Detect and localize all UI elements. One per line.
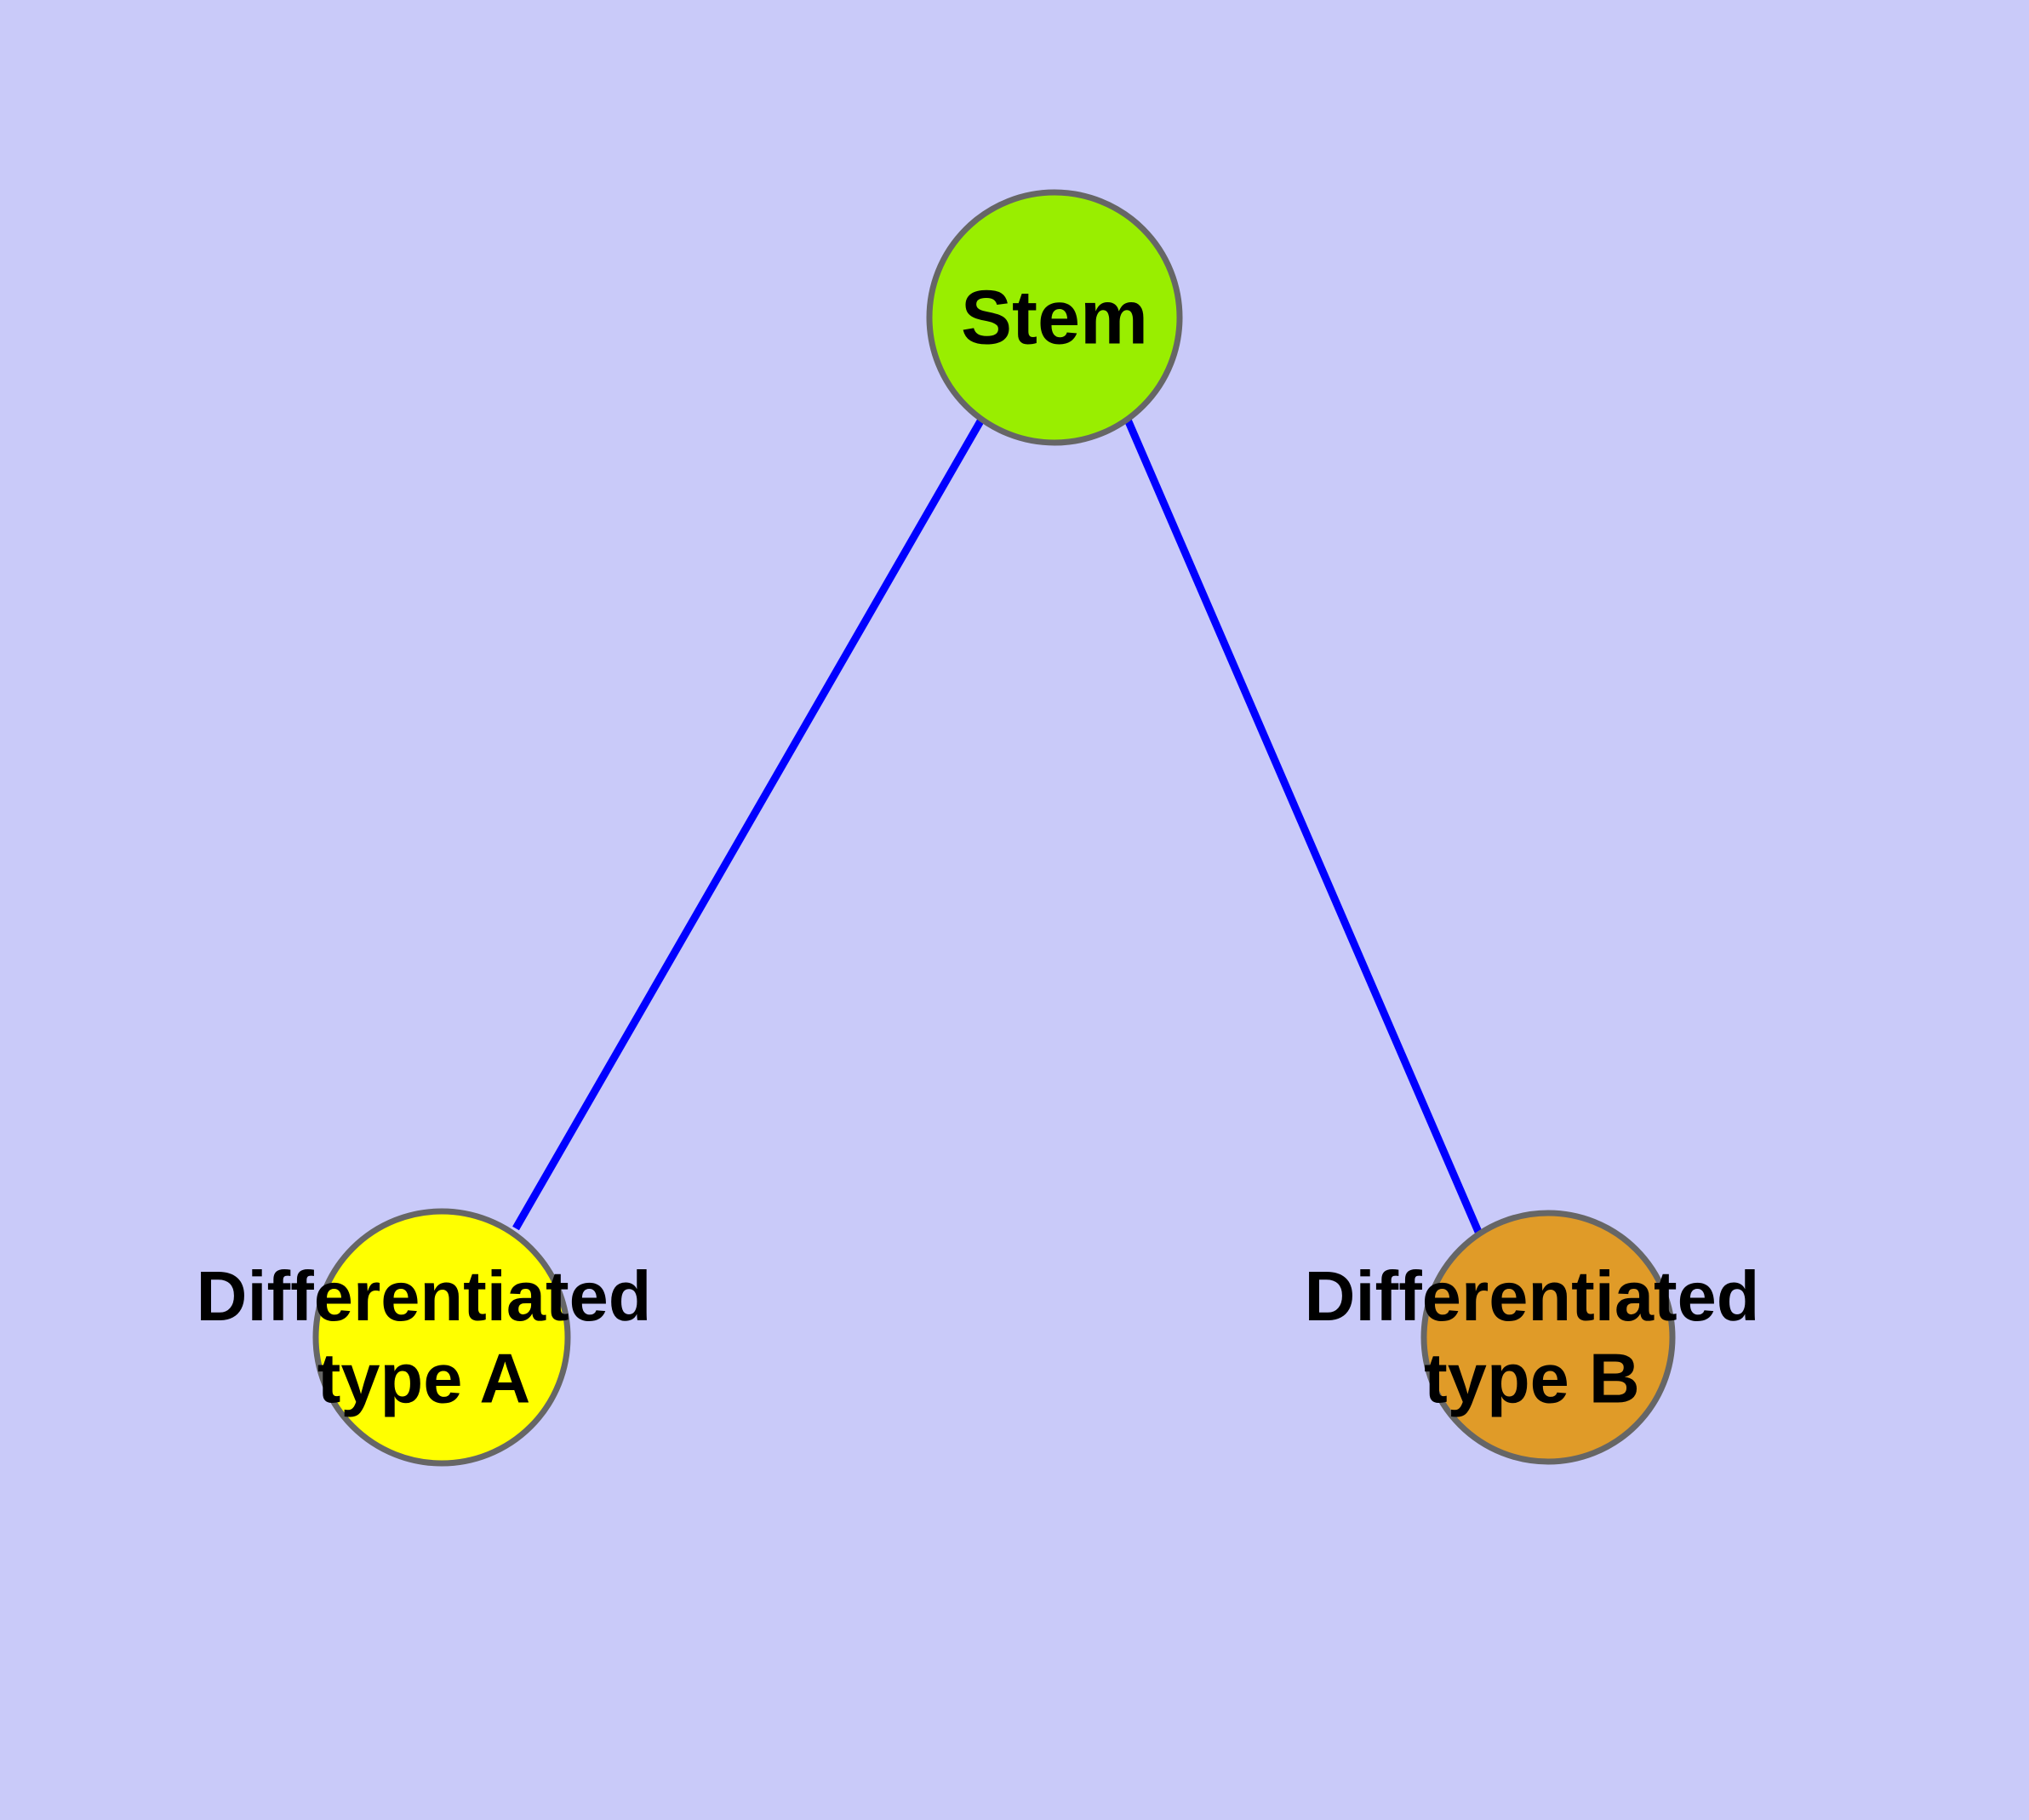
node-label-diff-a-line1: Differentiated	[197, 1256, 652, 1336]
edges-group	[512, 417, 1483, 1233]
node-label-stem-line1: Stem	[961, 276, 1148, 361]
node-label-diff-b-line1: Differentiated	[1305, 1256, 1760, 1336]
graph-node-stem[interactable]	[926, 189, 1183, 446]
node-label-diff-b-line2: type B	[1424, 1338, 1640, 1417]
graph-edge-stem-to-diff-a[interactable]	[512, 417, 985, 1231]
nodes-group	[312, 189, 1676, 1467]
graph-node-diff-a[interactable]	[312, 1208, 571, 1467]
node-label-diff-a-line2: type A	[317, 1338, 531, 1417]
graph-edge-stem-to-diff-b[interactable]	[1123, 418, 1483, 1233]
graph-node-diff-b[interactable]	[1420, 1210, 1676, 1465]
